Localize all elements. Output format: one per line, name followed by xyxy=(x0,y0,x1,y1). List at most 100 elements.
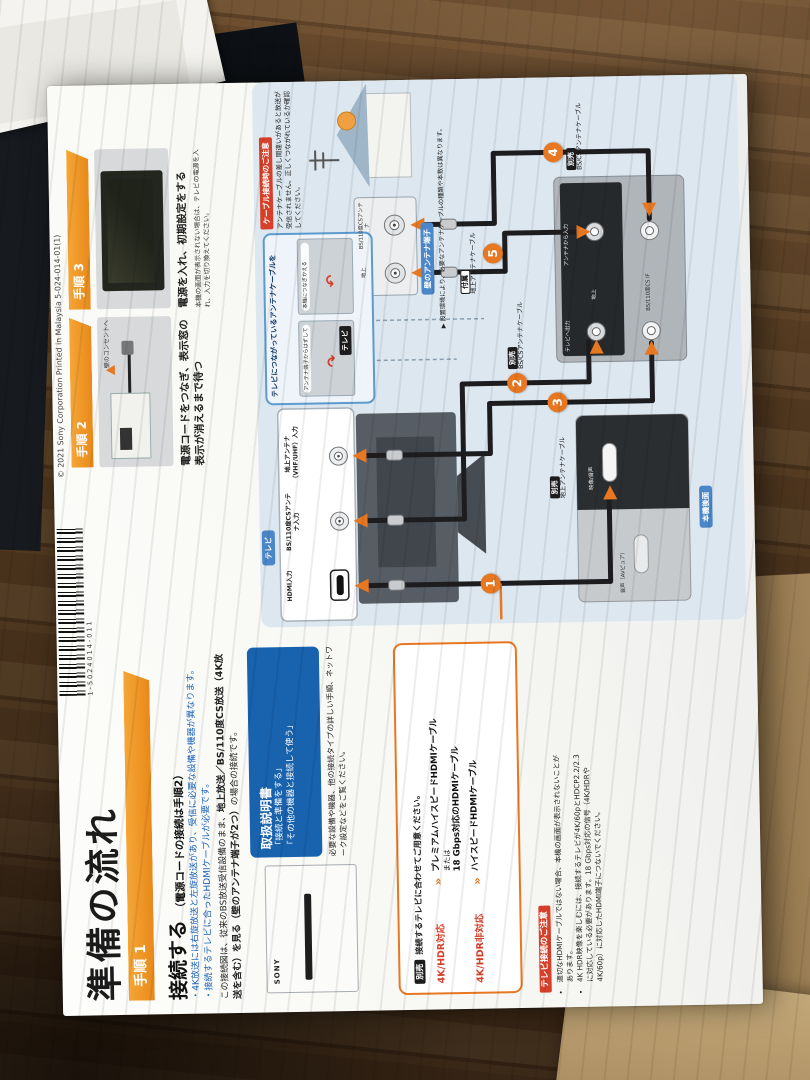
rear-hdmi-audio-label: 音声（AVピュア） xyxy=(620,549,627,594)
hdmi-cable-18gbps: 18 Gbps対応のHDMIケーブル xyxy=(450,746,463,872)
cable-2-name: BS/CSアンテナケーブル xyxy=(516,301,526,370)
hdmi-cable-highspeed: ハイスピードHDMIケーブル xyxy=(468,759,481,872)
step2-box: 手順 2 壁のコンセントへ 電源コードをつなぎ、表示窓の表示が消えるまで待つ xyxy=(69,315,254,468)
masking-tape xyxy=(290,942,444,1012)
cable-3-availability-tag: 別売 xyxy=(549,476,561,499)
manual-ref-1: 「接続と準備をする」 xyxy=(273,763,286,850)
barcode xyxy=(56,527,86,697)
cable-caution-tag: ケーブル接続時のご注意 xyxy=(258,137,274,230)
cable-4-availability-tag: 別売 xyxy=(566,147,577,171)
manual-reference-box: SONY 取扱説明書 「接続と準備をする」 「その他の機器と接続して使う」 必要… xyxy=(246,643,389,997)
hdmi-cable-or: または xyxy=(442,849,452,872)
outlet-label: 壁のコンセントへ xyxy=(103,320,111,369)
callout-tv-tag: テレビ xyxy=(339,325,352,356)
hdmi-cond-4k: 4K/HDR対応 xyxy=(435,923,448,984)
rear-panel-tag: 本機後面 xyxy=(699,485,713,528)
tv-input-terrestrial-label: 地上アンテナ（VHF/UHF）入力 xyxy=(284,426,300,482)
red-arrow-icon: ↷ xyxy=(323,354,342,368)
step3-note: 本機の画面が表示されない場合は、テレビの電源を入れ、入力を切り換えてください。 xyxy=(192,149,213,308)
step3-illustration xyxy=(94,148,171,310)
hdmi-box-lead: 接続するテレビに合わせてご用意ください。 xyxy=(411,790,425,955)
rear-input-label: アンテナから入力 xyxy=(563,223,571,267)
wall-terminal-terrestrial-label: 地上 xyxy=(361,267,368,279)
cardboard-box xyxy=(552,965,810,1080)
imprint-line: © 2021 Sony Corporation Printed in Malay… xyxy=(52,234,66,479)
rear-row-bs-label: BS/110度CS IF xyxy=(645,273,652,311)
cable-badge-3: 3 xyxy=(547,392,568,413)
arrow-up-icon xyxy=(105,365,115,376)
step3-box: 手順 3 電源を入れ、初期設定をする 本機の画面が表示されない場合は、テレビの電… xyxy=(66,147,251,310)
callout-title: テレビにつながっているアンテナケーブルを xyxy=(267,254,280,398)
wall-note: ▶ 設置環境により、必要なアンテナケーブルの種類や本数は異なります。 xyxy=(436,125,448,329)
diagram-artwork xyxy=(276,83,692,622)
power-plug-icon xyxy=(121,340,134,355)
cable-5-label: 付属 地上アンテナケーブル xyxy=(460,210,479,294)
wall-terminal-bs-label: BS/110度CSアンテナ xyxy=(358,202,371,250)
tv-setup-screen-icon xyxy=(100,170,165,292)
manual-title: 取扱説明書 xyxy=(258,786,275,850)
cable-4-name: BS/CSアンテナケーブル xyxy=(575,102,584,170)
dark-object-edge xyxy=(0,118,56,552)
rear-hdmi-out-label: HDMI出力 xyxy=(675,469,683,495)
cable-2-availability-tag: 別売 xyxy=(507,347,518,370)
callout-step-unplug: アンテナ端子からはずして ↷ テレビ xyxy=(298,319,356,397)
tv-caution-tag: テレビ接続のご注意 xyxy=(538,906,552,993)
cable-3-name: 地上アンテナケーブル xyxy=(559,436,568,499)
instruction-sheet: 1-5024014-011 © 2021 Sony Corporation Pr… xyxy=(46,73,764,1017)
cable-badge-4: 4 xyxy=(542,142,564,163)
manual-body-text: 必要な設備や機器、他の接続タイプの詳しい手順、ネットワーク設定などをご覧ください… xyxy=(324,645,349,857)
hdmi-cable-selection-box: 別売 接続するテレビに合わせてご用意ください。 4K/HDR対応 » プレミアム… xyxy=(392,641,523,996)
step1-bullet-1: ・4K放送には右旋放送と左旋放送があり、受信に必要な設備や機器が異なります。 xyxy=(186,665,202,1000)
step2-tab: 手順 2 xyxy=(69,317,94,467)
connection-diagram-panel: テレビ HDMI入力 BS/110度CSアンテナ入力 地上アンテナ（VHF/UH… xyxy=(251,74,747,628)
callout-step-replug: 本機につなぎかえる ↶ xyxy=(296,237,354,315)
cable-5-name: 地上アンテナケーブル xyxy=(469,232,478,294)
chevron-right-icon: » xyxy=(469,876,484,885)
cable-3-label: 別売 地上アンテナケーブル xyxy=(549,414,569,499)
tv-caution-bullet-1: 適切なHDMIケーブルではない場合、本機の画面が表示されないことがあります。 xyxy=(552,752,576,982)
step1-bullet-2: ・接続するテレビに合ったHDMIケーブルが必要です。 xyxy=(201,778,215,1000)
hdmi-cable-premium: プレミアムハイスピードHDMIケーブル xyxy=(429,718,442,872)
barcode-digits: 1-5024014-011 xyxy=(85,619,95,696)
step1-desc-post: の場合の接続です。 xyxy=(229,726,241,806)
rear-row-terrestrial-label: 地上 xyxy=(591,288,598,300)
cable-badge-2: 2 xyxy=(507,372,528,394)
recorder-front-icon: SONY xyxy=(264,863,359,994)
antenna-swap-callout: テレビにつながっているアンテナケーブルを アンテナ端子からはずして ↷ テレビ … xyxy=(262,231,376,406)
hdmi-option-row-non4k: 4K/HDR非対応 » ハイスピードHDMIケーブル xyxy=(467,653,487,983)
tv-input-hdmi-label: HDMI入力 xyxy=(286,570,294,602)
red-arrow-icon: ↶ xyxy=(322,274,341,288)
wall-terminal-tag: 壁のアンテナ端子 xyxy=(420,222,435,295)
tv-tag: テレビ xyxy=(261,530,276,566)
tv-input-bs-label: BS/110度CSアンテナ入力 xyxy=(285,492,301,552)
cable-5-availability-tag: 付属 xyxy=(460,269,471,294)
cable-badge-1: 1 xyxy=(480,573,501,594)
step1-heading: 接続する （電源コードの接続は手順2） xyxy=(159,769,192,1000)
cable-badge-5: 5 xyxy=(482,243,504,264)
step1-desc-pre: この接続図は、従来のBS放送受信設備のまま、 xyxy=(217,812,231,1000)
rear-output-label: テレビへ出力 xyxy=(565,320,572,353)
brand-label: SONY xyxy=(273,958,282,985)
dark-object xyxy=(0,22,320,244)
tv-connection-caution: テレビ接続のご注意 適切なHDMIケーブルではない場合、本機の画面が表示されない… xyxy=(529,752,607,993)
step1-tab: 手順 1 xyxy=(123,670,155,1000)
hdmi-box-availability-tag: 別売 xyxy=(414,959,426,984)
tv-caution-bullet-2: 4K HDR映像を楽しむには、接続するテレビが4K/60pとHDCP2.2/2.… xyxy=(572,752,606,982)
step3-text: 電源を入れ、初期設定をする xyxy=(175,171,190,308)
cable-4-label: 別売 BS/CSアンテナケーブル xyxy=(566,82,585,171)
cardboard-box-side xyxy=(726,572,810,1008)
chevron-right-icon: » xyxy=(430,877,445,886)
step1-heading-text: 接続する xyxy=(165,919,191,1001)
step3-tab: 手順 3 xyxy=(66,149,91,309)
cable-2-label: 別売 BS/CSアンテナケーブル xyxy=(507,283,526,370)
recorder-back-icon xyxy=(110,392,152,460)
step1-desc-bold: 地上放送／BS/110度CS放送（4K放送を含む）を見る（壁のアンテナ端子が2つ… xyxy=(213,653,245,1000)
step1-bullets: ・4K放送には右旋放送と左旋放送があり、受信に必要な設備や機器が異なります。 ・… xyxy=(185,647,217,999)
rear-hdmi-video-audio-label: 映像/音声 xyxy=(588,466,596,490)
manual-title-box: 取扱説明書 「接続と準備をする」 「その他の機器と接続して使う」 xyxy=(246,646,323,858)
power-cord-icon xyxy=(127,352,132,393)
step2-illustration: 壁のコンセントへ xyxy=(96,316,174,468)
cable-caution-text: アンテナケーブルの差し間違いがあると放送が受信されません。正しくつながれているか… xyxy=(274,90,303,230)
